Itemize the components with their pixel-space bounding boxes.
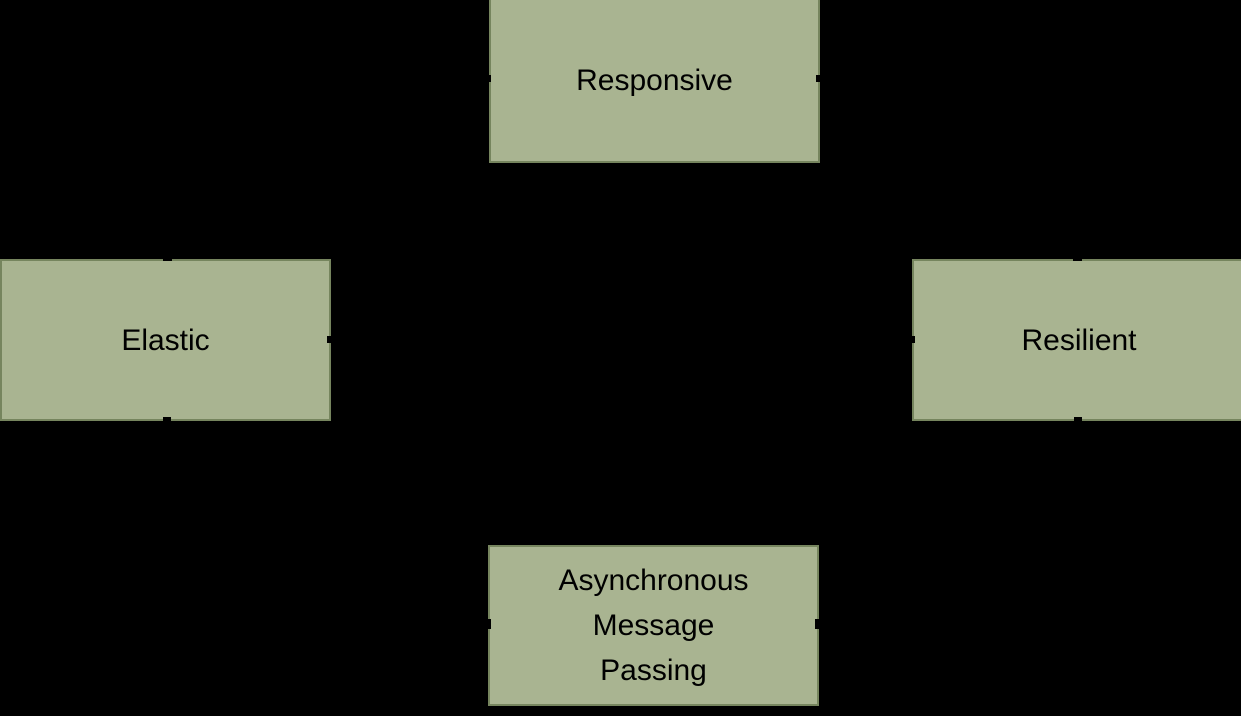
- connector-tip-asynchronous-message-passing-left: [486, 619, 491, 629]
- connector-tip-responsive-left: [486, 75, 491, 82]
- node-resilient-label: Resilient: [1021, 323, 1137, 357]
- connector-tip-resilient-bottom: [1074, 417, 1082, 422]
- node-resilient: Resilient: [912, 259, 1241, 421]
- connector-tip-elastic-bottom: [163, 417, 171, 422]
- connector-tip-responsive-right: [816, 75, 821, 82]
- connector-tip-asynchronous-message-passing-right: [815, 619, 820, 629]
- connector-tip-resilient-left: [910, 336, 915, 343]
- node-elastic: Elastic: [0, 259, 331, 421]
- node-responsive-label: Responsive: [576, 63, 733, 97]
- node-responsive: Responsive: [489, 0, 820, 163]
- connector-tip-elastic-top: [163, 256, 172, 261]
- node-elastic-label: Elastic: [121, 323, 210, 357]
- connector-tip-elastic-right: [327, 336, 332, 343]
- node-asynchronous-message-passing: Asynchronous Message Passing: [488, 545, 819, 706]
- node-asynchronous-message-passing-label: Asynchronous Message Passing: [558, 564, 749, 687]
- connector-tip-resilient-top: [1073, 256, 1082, 261]
